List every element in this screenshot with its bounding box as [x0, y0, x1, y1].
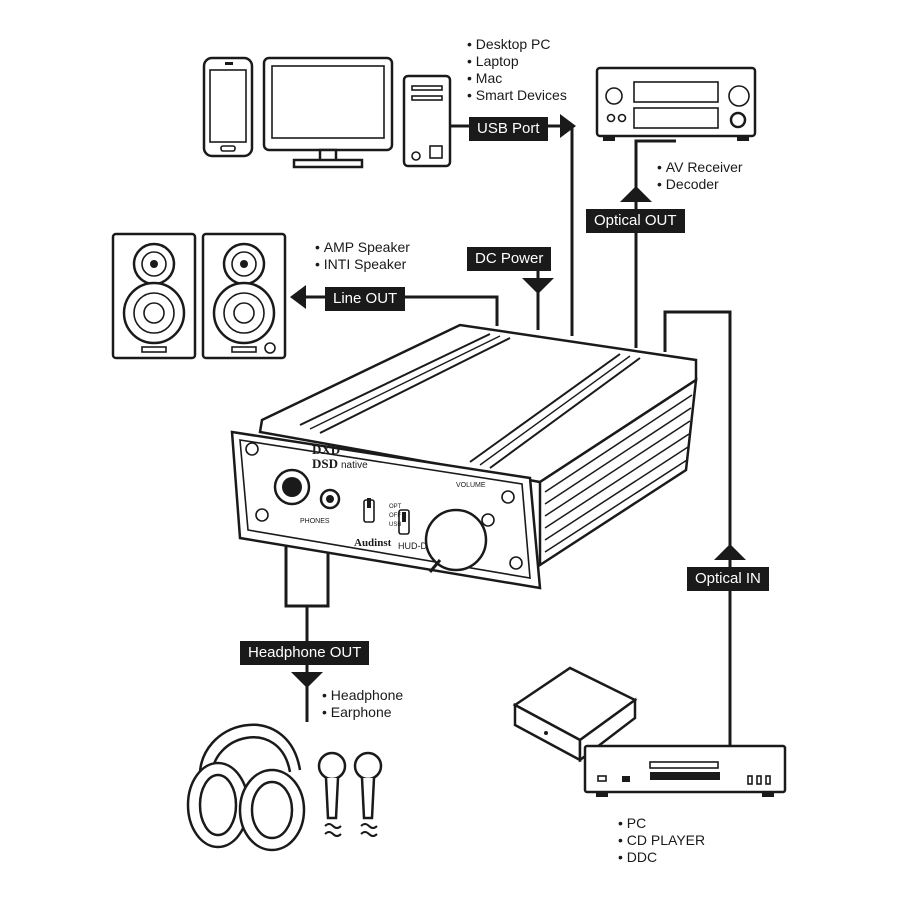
logo-native-text: native	[341, 460, 368, 471]
switch-usb-label: USB	[389, 522, 401, 528]
list-item: AMP Speaker	[315, 239, 410, 256]
speakers-list: AMP Speaker INTI Speaker	[315, 239, 410, 273]
list-item: INTI Speaker	[315, 256, 410, 273]
dc-power-line	[522, 268, 554, 330]
optical-out-label: Optical OUT	[586, 209, 685, 233]
usb-port-label: USB Port	[469, 117, 548, 141]
smartphone-icon	[202, 56, 254, 158]
usb-arrow-icon	[560, 114, 576, 138]
switch-opt-label: OPT	[389, 504, 402, 510]
usb-sources-list: Desktop PC Laptop Mac Smart Devices	[467, 36, 567, 104]
model-text: HUD-D	[398, 541, 427, 551]
dc-power-label: DC Power	[467, 247, 552, 271]
phones-label: PHONES	[300, 518, 330, 525]
optical-out-cable-line	[620, 139, 676, 348]
earphone-icon	[317, 751, 383, 837]
list-item: PC	[618, 815, 705, 832]
dac-unit: DXD DSD native PHONES VOLUME OPT OFF USB…	[230, 323, 698, 590]
list-item: Smart Devices	[467, 87, 567, 104]
monitor-icon	[262, 56, 394, 169]
desktop-tower-icon	[402, 74, 452, 168]
list-item: Desktop PC	[467, 36, 567, 53]
list-item: CD PLAYER	[618, 832, 705, 849]
volume-label: VOLUME	[456, 482, 486, 489]
list-item: Mac	[467, 70, 567, 87]
headphone-out-label: Headphone OUT	[240, 641, 370, 665]
optical-in-sources-list: PC CD PLAYER DDC	[618, 815, 705, 866]
list-item: AV Receiver	[657, 159, 743, 176]
headphones-list: Headphone Earphone	[322, 687, 403, 721]
optical-in-label: Optical IN	[687, 567, 769, 591]
logo-dxd-text: DXD	[312, 442, 340, 457]
optical-in-cable-line	[663, 310, 746, 746]
av-receiver-icon	[595, 66, 757, 141]
left-speaker-icon	[111, 232, 197, 360]
optical-out-arrow-icon	[620, 186, 652, 202]
optical-in-arrow-icon	[714, 544, 746, 560]
cd-player-icon	[583, 744, 787, 797]
list-item: Earphone	[322, 704, 403, 721]
list-item: Headphone	[322, 687, 403, 704]
logo-dsd-text: DSD	[312, 456, 338, 471]
switch-off-label: OFF	[389, 513, 401, 519]
usb-cable-line	[450, 114, 576, 336]
line-out-label: Line OUT	[325, 287, 406, 311]
list-item: Decoder	[657, 176, 743, 193]
line-out-arrow-icon	[290, 285, 306, 309]
brand-text: Audinst	[354, 537, 392, 549]
dc-power-arrow-icon	[522, 278, 554, 294]
headphone-arrow-icon	[291, 672, 323, 688]
optical-out-targets-list: AV Receiver Decoder	[657, 159, 743, 193]
headphone-icon	[186, 723, 306, 852]
list-item: Laptop	[467, 53, 567, 70]
list-item: DDC	[618, 849, 705, 866]
right-speaker-icon	[201, 232, 287, 360]
